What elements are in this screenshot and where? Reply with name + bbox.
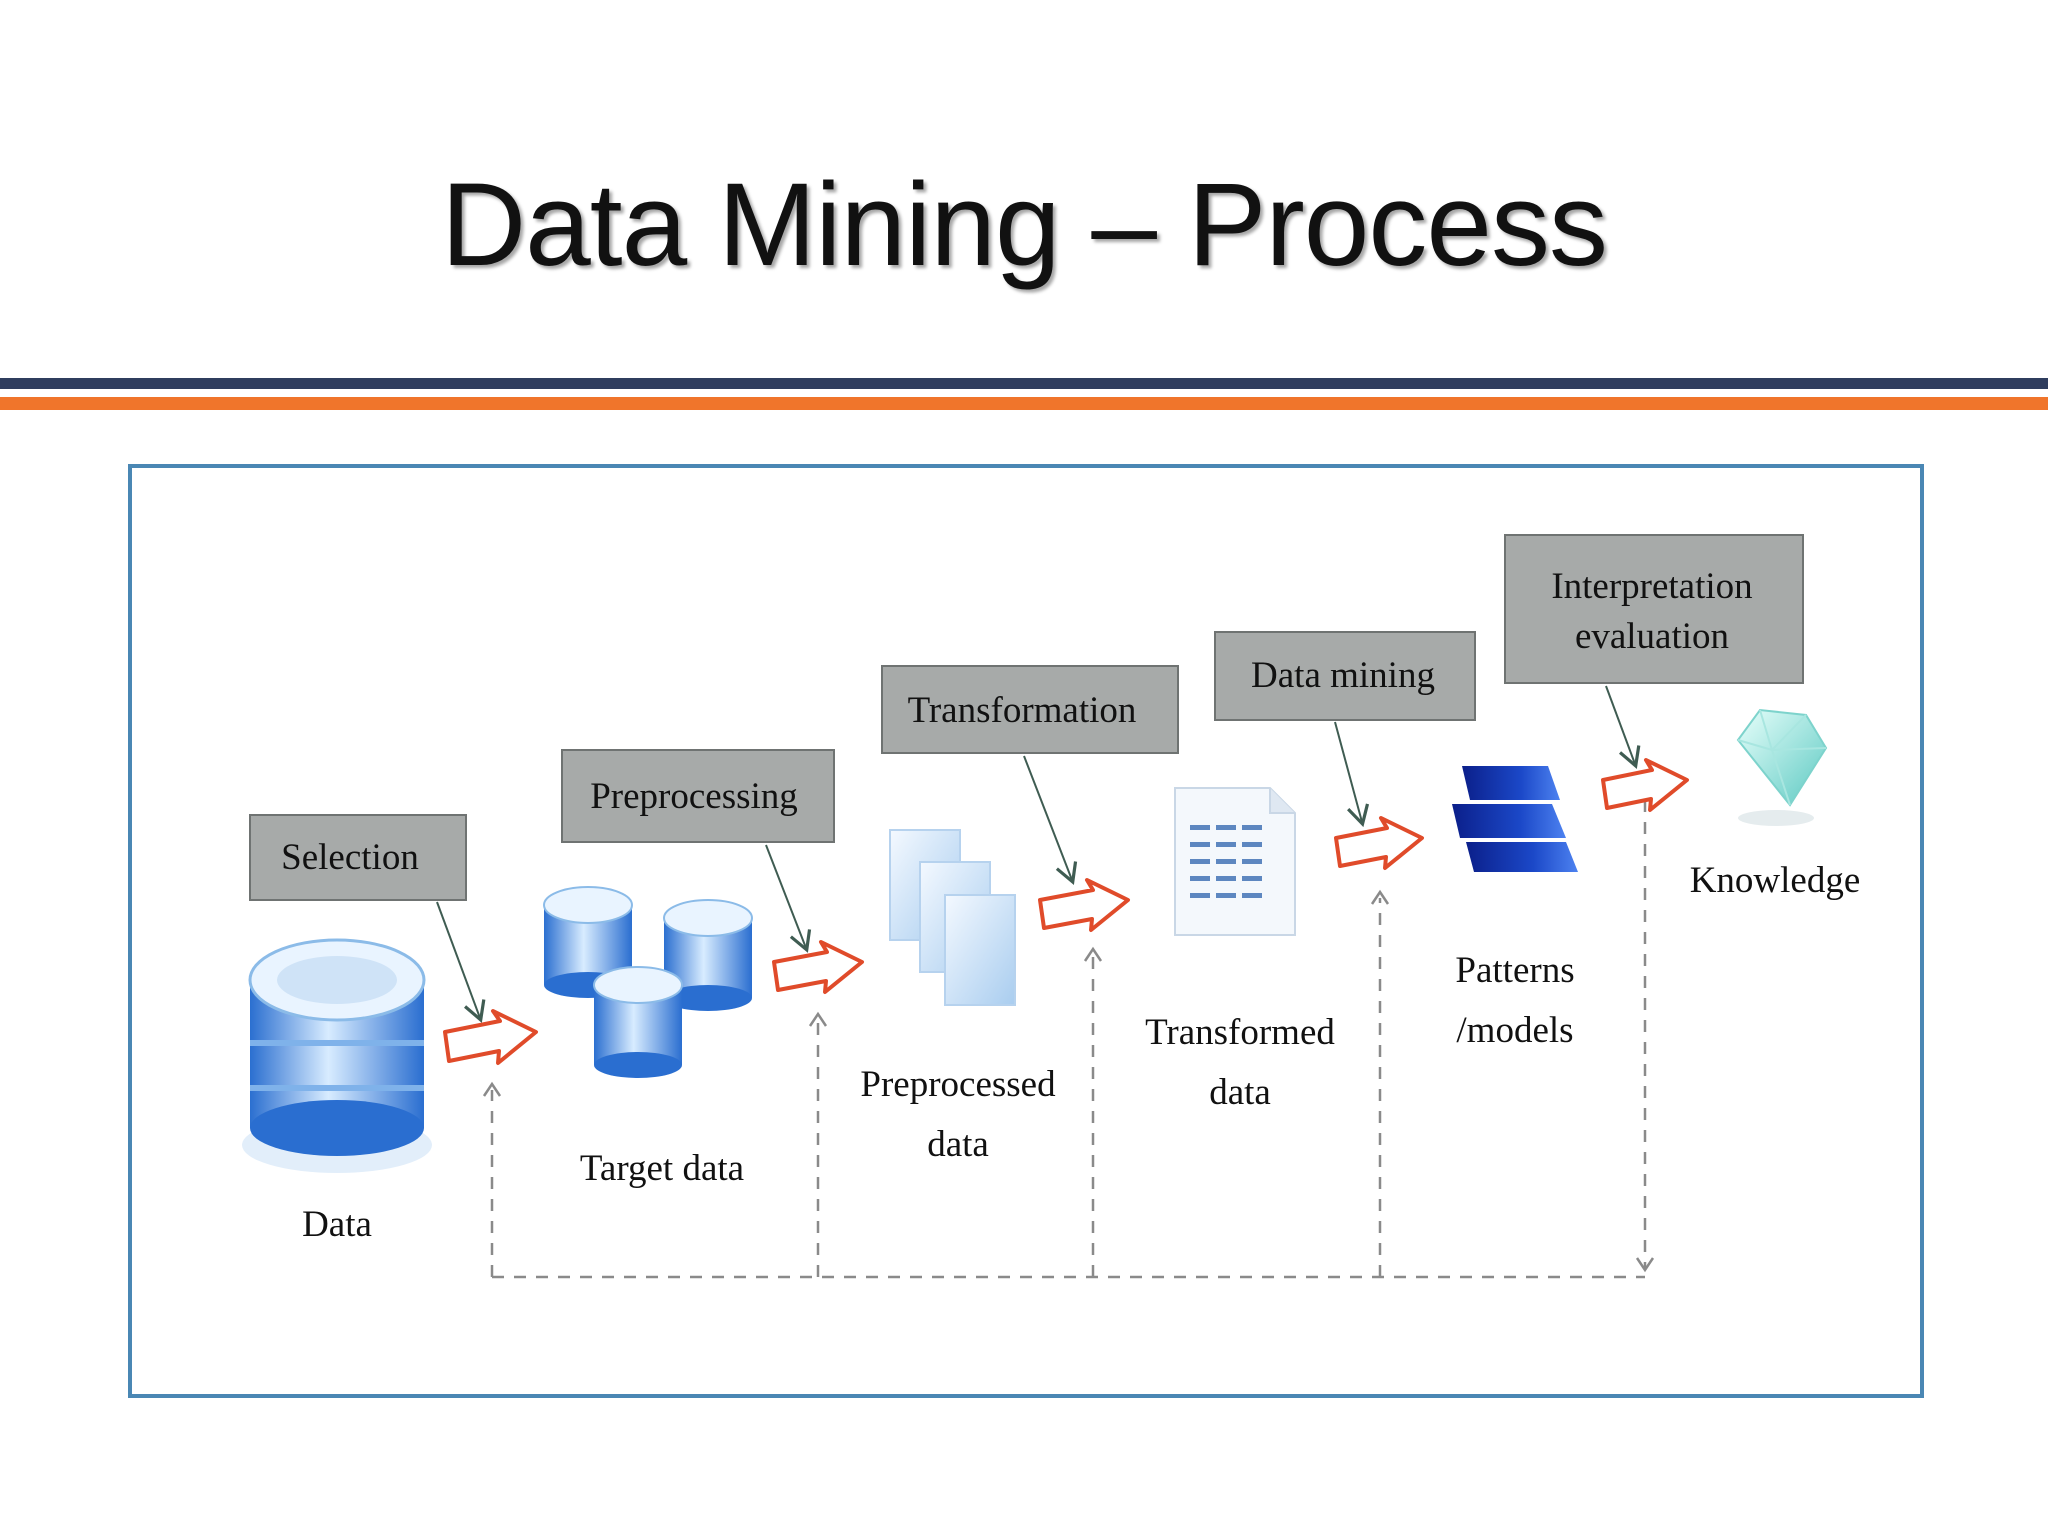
step-box-selection: Selection (249, 814, 467, 901)
stage-label-patterns-line2: /models (1456, 1010, 1573, 1051)
step-label-preprocessing: Preprocessing (590, 776, 798, 817)
stage-label-knowledge: Knowledge (1690, 860, 1861, 901)
database-icon (242, 938, 432, 1173)
step-label-transformation: Transformation (908, 690, 1137, 731)
step-box-interpretation: Interpretation evaluation (1504, 534, 1804, 684)
flow-arrow-4 (1334, 816, 1424, 870)
documents-icon (889, 829, 1016, 1006)
step-label-interpretation-line2: evaluation (1575, 616, 1729, 657)
flow-arrow-5 (1601, 758, 1689, 812)
step-label-selection: Selection (281, 837, 419, 878)
pointer-lines (436, 685, 1641, 1023)
slide-title: Data Mining – Process (440, 159, 1608, 291)
stage-label-transformed-line2: data (1209, 1072, 1271, 1113)
layers-icon (1452, 766, 1578, 872)
stage-label-preprocessed-line1: Preprocessed (860, 1064, 1056, 1105)
flow-arrow-3 (1038, 878, 1130, 932)
spreadsheet-icon (1174, 787, 1296, 936)
flow-arrow-2 (772, 940, 864, 994)
stage-label-target-data: Target data (580, 1148, 744, 1189)
step-box-data-mining: Data mining (1214, 631, 1476, 721)
databases-icon (543, 886, 753, 1078)
feedback-dashed-lines (490, 800, 1647, 1279)
title-rule-dark (0, 378, 2048, 389)
step-box-preprocessing: Preprocessing (561, 749, 835, 843)
stage-label-transformed-line1: Transformed (1145, 1012, 1335, 1053)
diamond-icon (1736, 708, 1828, 826)
stage-label-data: Data (302, 1204, 372, 1245)
stage-label-preprocessed-line2: data (927, 1124, 989, 1165)
step-label-data-mining: Data mining (1251, 655, 1435, 696)
step-box-transformation: Transformation (881, 665, 1179, 754)
feedback-arrowheads (482, 889, 1655, 1273)
stage-label-patterns-line1: Patterns (1455, 950, 1574, 991)
title-rule-orange (0, 397, 2048, 410)
flow-arrow-1 (443, 1009, 538, 1065)
step-label-interpretation-line1: Interpretation (1551, 566, 1752, 607)
